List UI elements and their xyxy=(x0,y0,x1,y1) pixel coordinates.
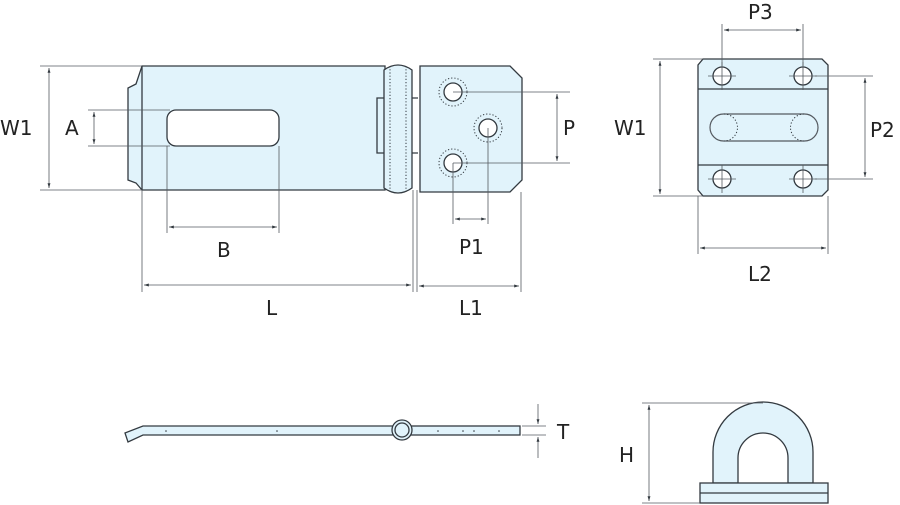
label-a: A xyxy=(65,116,79,140)
label-p3: P3 xyxy=(748,0,773,24)
hasp-slot xyxy=(166,109,280,147)
staple-top-view: P3 W1 P2 L2 xyxy=(614,0,895,286)
staple-plate xyxy=(697,58,829,197)
staple-side-view: H xyxy=(619,401,829,504)
label-h: H xyxy=(619,443,634,467)
label-p: P xyxy=(563,116,575,140)
mount-hole xyxy=(789,165,817,193)
label-t: T xyxy=(556,420,570,444)
label-l2: L2 xyxy=(748,262,772,286)
hasp-side-profile xyxy=(124,425,396,443)
mount-hole xyxy=(708,62,736,90)
label-p1: P1 xyxy=(459,235,484,259)
label-w1: W1 xyxy=(0,116,33,140)
label-b: B xyxy=(217,238,231,262)
label-l: L xyxy=(266,296,278,320)
hasp-top-view: W1 A B L L1 P P1 xyxy=(0,64,575,320)
hasp-side-view: T xyxy=(124,404,570,458)
hinge-leaf xyxy=(419,65,523,193)
mount-hole xyxy=(708,165,736,193)
label-staple-w1: W1 xyxy=(614,116,647,140)
staple-loop xyxy=(712,401,814,484)
mount-hole xyxy=(789,62,817,90)
staple-loop-slot xyxy=(709,113,819,142)
label-l1: L1 xyxy=(459,296,483,320)
hinge-knuckle xyxy=(383,64,413,194)
label-p2: P2 xyxy=(870,118,895,142)
